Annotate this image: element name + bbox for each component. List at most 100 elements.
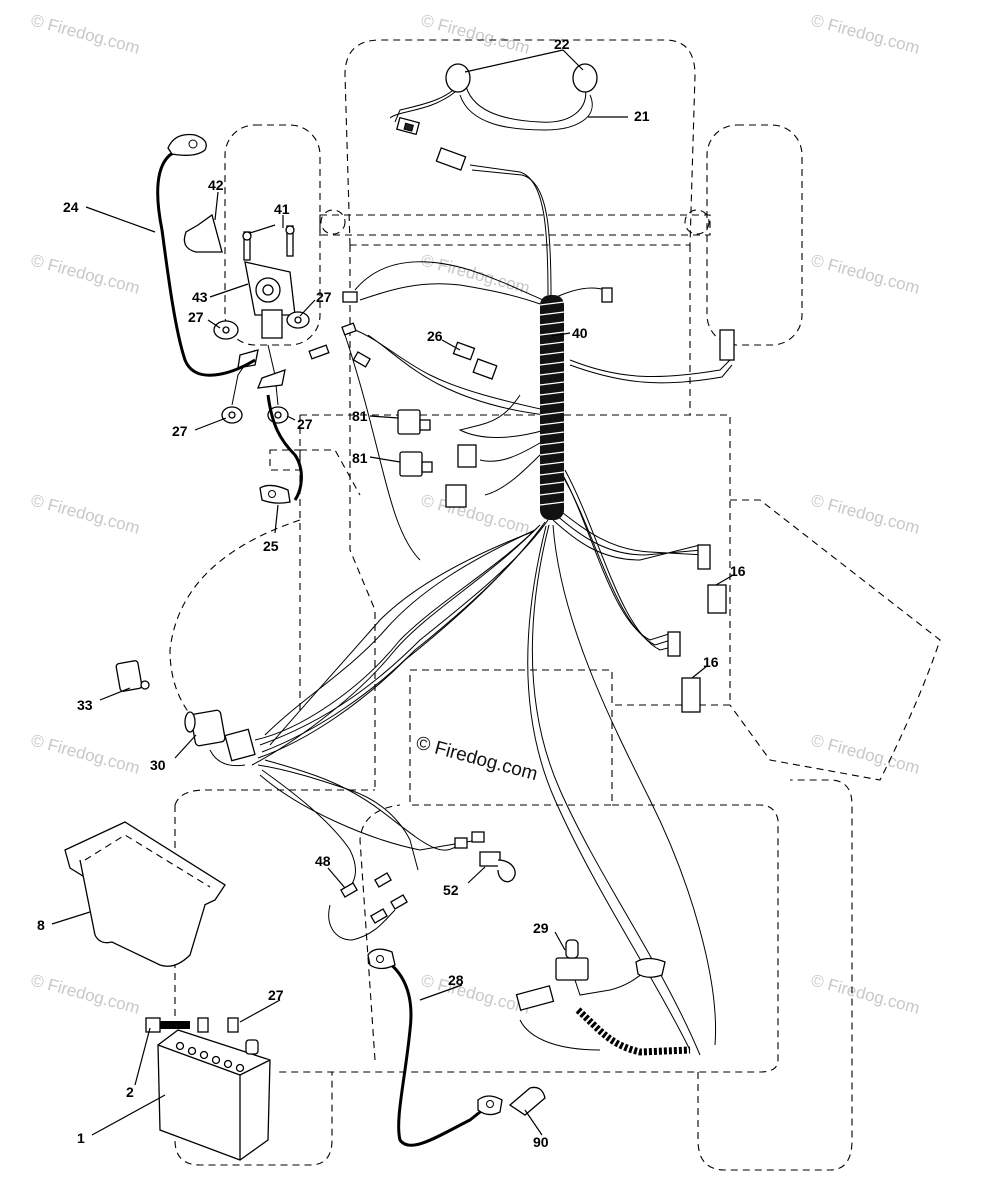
relay-81-bottom	[399, 451, 423, 477]
harness-connector-16-upper	[697, 544, 711, 570]
headlight-switch-connector	[719, 329, 735, 361]
headlight-harness	[389, 63, 598, 171]
callouts: 22 21 24 42 41 43 27 27 27 27 25 26 40 8…	[37, 36, 746, 1150]
cable-24-ring-terminal	[167, 133, 207, 156]
connector-48-a	[340, 882, 358, 898]
battery-cables	[156, 133, 303, 504]
bolt-2-thread	[160, 1021, 190, 1029]
leader-lines	[51, 49, 736, 1136]
connector-52-lead	[497, 859, 516, 883]
callout-42: 42	[208, 177, 224, 193]
harness-connector-b	[341, 322, 357, 336]
pto-coil-cord	[575, 1007, 691, 1056]
connector-52	[479, 851, 501, 867]
frame-left-rail	[349, 245, 376, 790]
screw-head-right	[285, 225, 295, 235]
left-fender-outline	[169, 519, 301, 731]
solenoid-assembly	[183, 213, 310, 424]
callout-8: 8	[37, 917, 45, 933]
nut-27a-hole	[222, 326, 230, 334]
seat-switch-plunger	[565, 939, 579, 959]
washer	[197, 1017, 209, 1033]
watermark: © Firedog.com	[29, 491, 142, 538]
coiled-loom	[540, 295, 564, 520]
lower-connectors	[328, 831, 516, 941]
dash-panel-outline	[300, 414, 731, 806]
watermark: © Firedog.com	[809, 491, 922, 538]
callout-25: 25	[263, 538, 279, 554]
axle-pivot-right	[684, 209, 710, 235]
harness-headlight-connector	[435, 147, 467, 171]
harness-connector-lower	[454, 837, 468, 849]
callout-30: 30	[150, 757, 166, 773]
headlight-bulb-right	[572, 63, 598, 93]
cable-25	[266, 394, 303, 501]
callout-81-bottom: 81	[352, 450, 368, 466]
callout-21: 21	[634, 108, 650, 124]
harness-connector-a	[308, 344, 330, 360]
ignition-switch-30	[190, 709, 226, 747]
loom-40	[539, 295, 565, 520]
watermark: © Firedog.com	[419, 491, 532, 538]
connectors-relays	[308, 287, 735, 713]
harness-connector-top	[342, 291, 358, 303]
ring-terminal-b	[256, 369, 286, 389]
callout-52: 52	[443, 882, 459, 898]
battery-box-8	[64, 821, 226, 967]
connector-48-d	[390, 894, 408, 910]
callout-40: 40	[572, 325, 588, 341]
watermark: © Firedog.com	[29, 731, 142, 778]
battery-terminal	[245, 1039, 259, 1055]
callout-43: 43	[192, 289, 208, 305]
pto-connector	[515, 985, 555, 1011]
callout-27-top: 27	[316, 289, 332, 305]
right-front-wheel-outline	[706, 124, 803, 346]
nut-27d-hole	[274, 411, 282, 419]
left-front-wheel-outline	[224, 124, 321, 346]
callout-48: 48	[315, 853, 331, 869]
watermark: © Firedog.com	[809, 971, 922, 1018]
main-harness	[251, 164, 733, 1056]
callout-16-upper: 16	[730, 563, 746, 579]
bolt-2-head	[145, 1017, 161, 1033]
callout-81-top: 81	[352, 408, 368, 424]
callout-1: 1	[77, 1130, 85, 1146]
nut-27c-hole	[228, 411, 236, 419]
terminal-boot-90	[508, 1086, 546, 1116]
cable-28-ring-top-hole	[376, 955, 384, 963]
tractor-outline	[169, 39, 941, 1171]
harness-relay-socket-b	[445, 484, 467, 508]
watermark: © Firedog.com	[29, 251, 142, 298]
watermark: © Firedog.com	[419, 11, 532, 58]
callout-29: 29	[533, 920, 549, 936]
switch-16-lower	[681, 677, 701, 713]
seat-switch-area	[515, 939, 691, 1056]
cable-28	[367, 948, 546, 1147]
headlight-bulb-left	[445, 63, 471, 93]
nut-27b-hole	[294, 316, 302, 324]
battery-box-inner	[84, 834, 211, 888]
ignition-harness-plug	[224, 728, 256, 762]
switch-16-upper	[707, 584, 727, 614]
relay-81-bottom-base	[421, 461, 433, 473]
part-33-ring	[140, 680, 150, 690]
watermark: © Firedog.com	[29, 971, 142, 1018]
harness-connector-c	[352, 351, 371, 368]
screw-head-left	[242, 231, 252, 241]
cable-25-ring-hole	[268, 490, 276, 498]
seat-switch-29	[555, 957, 589, 981]
watermark: © Firedog.com	[29, 11, 142, 58]
callout-16-lower: 16	[703, 654, 719, 670]
watermark: © Firedog.com	[419, 251, 532, 298]
right-fender-outline	[729, 499, 941, 781]
relay-81-top-base	[419, 419, 431, 431]
nut-27e	[227, 1017, 239, 1033]
ring-terminal-seat	[635, 957, 666, 978]
connector-26-female	[472, 358, 498, 380]
solenoid-center	[262, 284, 274, 296]
front-axle-outline	[319, 214, 711, 236]
battery-1	[157, 1029, 271, 1161]
callout-27-lower-right: 27	[297, 416, 313, 432]
callout-27-battery: 27	[268, 987, 284, 1003]
